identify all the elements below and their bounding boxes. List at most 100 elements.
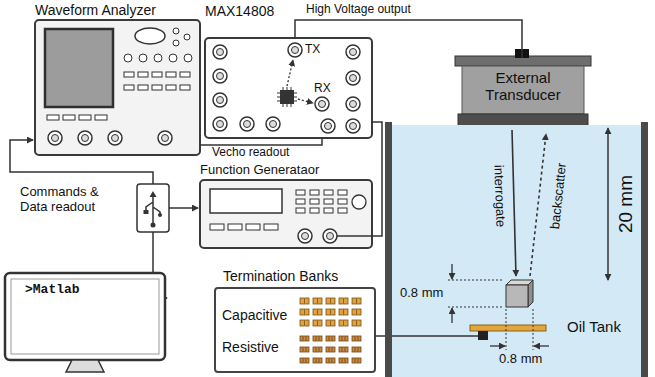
waveform-analyzer-body-part bbox=[108, 131, 122, 145]
termination-bank-body-part bbox=[313, 347, 322, 352]
waveform-analyzer-body-part bbox=[139, 54, 147, 62]
driver-board-body-part bbox=[298, 99, 313, 103]
waveform-analyzer-body-part bbox=[47, 115, 59, 120]
function-generator-body-part bbox=[210, 224, 224, 230]
node-label: Oil Tank bbox=[567, 318, 621, 335]
implant-device-part bbox=[506, 285, 528, 307]
termination-bank-body-part bbox=[300, 309, 309, 315]
transducer-body bbox=[455, 49, 591, 128]
termination-bank-body-part bbox=[215, 288, 375, 372]
dimension-line-part bbox=[607, 128, 609, 280]
termination-bank-body-part bbox=[300, 320, 309, 326]
usb-hub-symbol-part bbox=[151, 223, 156, 228]
termination-bank-body-part bbox=[326, 347, 335, 352]
function-generator-body-part bbox=[210, 189, 282, 213]
function-generator-body-part bbox=[324, 190, 333, 195]
function-generator-body-part bbox=[298, 229, 312, 243]
monitor-body bbox=[5, 273, 165, 372]
function-generator-body-part bbox=[310, 208, 319, 213]
node-label: Function Generataor bbox=[200, 163, 319, 178]
waveform-analyzer-body-part bbox=[138, 72, 148, 77]
signal-wire bbox=[375, 335, 385, 337]
waveform-analyzer-body bbox=[35, 20, 200, 155]
waveform-analyzer-body-part bbox=[45, 29, 113, 107]
node-label: Waveform Analyzer bbox=[35, 2, 156, 18]
oil-tank-body-part bbox=[392, 125, 641, 377]
driver-board-body-part bbox=[346, 71, 360, 85]
driver-board-body-part bbox=[280, 90, 294, 104]
termination-bank-body-part bbox=[326, 298, 335, 304]
driver-board-body bbox=[205, 38, 372, 138]
driver-board-body-part bbox=[277, 87, 297, 107]
node-label: RX bbox=[314, 82, 331, 96]
driver-board-body-part bbox=[346, 119, 360, 133]
driver-board-body-part bbox=[213, 93, 227, 107]
function-generator-body-part bbox=[338, 199, 347, 204]
termination-bank-body-part bbox=[313, 320, 322, 326]
signal-wire bbox=[295, 20, 522, 58]
dimension-line-part bbox=[451, 264, 452, 279]
driver-board-body-part bbox=[346, 45, 360, 59]
waveform-analyzer-body-part bbox=[152, 85, 162, 90]
waveform-analyzer-body-part bbox=[124, 54, 132, 62]
waveform-analyzer-body-part bbox=[158, 131, 172, 145]
dimension-line-part bbox=[490, 345, 505, 346]
signal-wire bbox=[200, 138, 322, 145]
termination-bank-body-part bbox=[300, 298, 309, 304]
function-generator-body-part bbox=[352, 195, 366, 209]
usb-hub-symbol-part bbox=[158, 213, 162, 217]
function-generator-body-part bbox=[324, 208, 333, 213]
waveform-analyzer-body-part bbox=[152, 72, 162, 77]
termination-bank-body-part bbox=[352, 347, 361, 352]
usb-wire-part bbox=[169, 207, 198, 209]
waveform-analyzer-body-part bbox=[169, 54, 177, 62]
acoustic-path-part bbox=[512, 130, 516, 276]
termination-bank-body-part bbox=[339, 347, 348, 352]
waveform-analyzer-body-part bbox=[95, 115, 107, 120]
waveform-analyzer-body-part bbox=[173, 28, 179, 34]
implant-device-part bbox=[392, 335, 478, 337]
signal-wire bbox=[372, 122, 382, 236]
function-generator-body-part bbox=[264, 224, 278, 230]
termination-bank-body bbox=[215, 288, 375, 372]
wire-label: Vecho readout bbox=[212, 146, 289, 160]
driver-board-body-part bbox=[213, 69, 227, 83]
waveform-analyzer-body-part bbox=[184, 54, 192, 62]
termination-bank-body-part bbox=[339, 298, 348, 304]
usb-wire-part bbox=[10, 140, 153, 184]
function-generator-body bbox=[200, 180, 372, 248]
termination-bank-body-part bbox=[300, 347, 309, 352]
termination-bank-body-part bbox=[326, 336, 335, 341]
waveform-analyzer-body-part bbox=[135, 28, 165, 44]
waveform-analyzer-body-part bbox=[184, 34, 190, 40]
function-generator-body-part bbox=[296, 199, 305, 204]
termination-bank-body-part bbox=[313, 298, 322, 304]
implant-device-part bbox=[478, 331, 488, 340]
waveform-analyzer-body-part bbox=[154, 54, 162, 62]
termination-bank-body-part bbox=[326, 358, 335, 363]
transducer-box: External Transducer bbox=[458, 58, 588, 128]
oil-tank: Oil Tank bbox=[385, 122, 648, 377]
termination-bank-body-part bbox=[313, 309, 322, 315]
waveform-analyzer-body-part bbox=[124, 85, 134, 90]
termination-bank-body-part bbox=[313, 358, 322, 363]
function-generator-body-part bbox=[310, 190, 319, 195]
waveform-analyzer-body-part bbox=[166, 72, 176, 77]
node-label: External Transducer bbox=[458, 69, 588, 104]
driver-board-body-part bbox=[287, 60, 293, 86]
function-generator-body-part bbox=[338, 208, 347, 213]
function-generator-body-part bbox=[338, 190, 347, 195]
annotation-label: Commands & Data readout bbox=[20, 185, 112, 215]
termination-bank-body-part bbox=[352, 309, 361, 315]
node-label: >Matlab bbox=[25, 283, 80, 298]
driver-board-body-part bbox=[213, 45, 227, 59]
acoustic-path-part bbox=[530, 134, 546, 276]
dimension-line-part bbox=[448, 280, 504, 307]
node-label: Termination Banks bbox=[223, 268, 338, 284]
termination-bank-body-part bbox=[326, 320, 335, 326]
annotation-label: interrogate bbox=[490, 165, 507, 228]
annotation-label: 0.8 mm bbox=[400, 286, 443, 301]
termination-bank-body-part bbox=[352, 358, 361, 363]
implant-device-part bbox=[470, 325, 546, 331]
